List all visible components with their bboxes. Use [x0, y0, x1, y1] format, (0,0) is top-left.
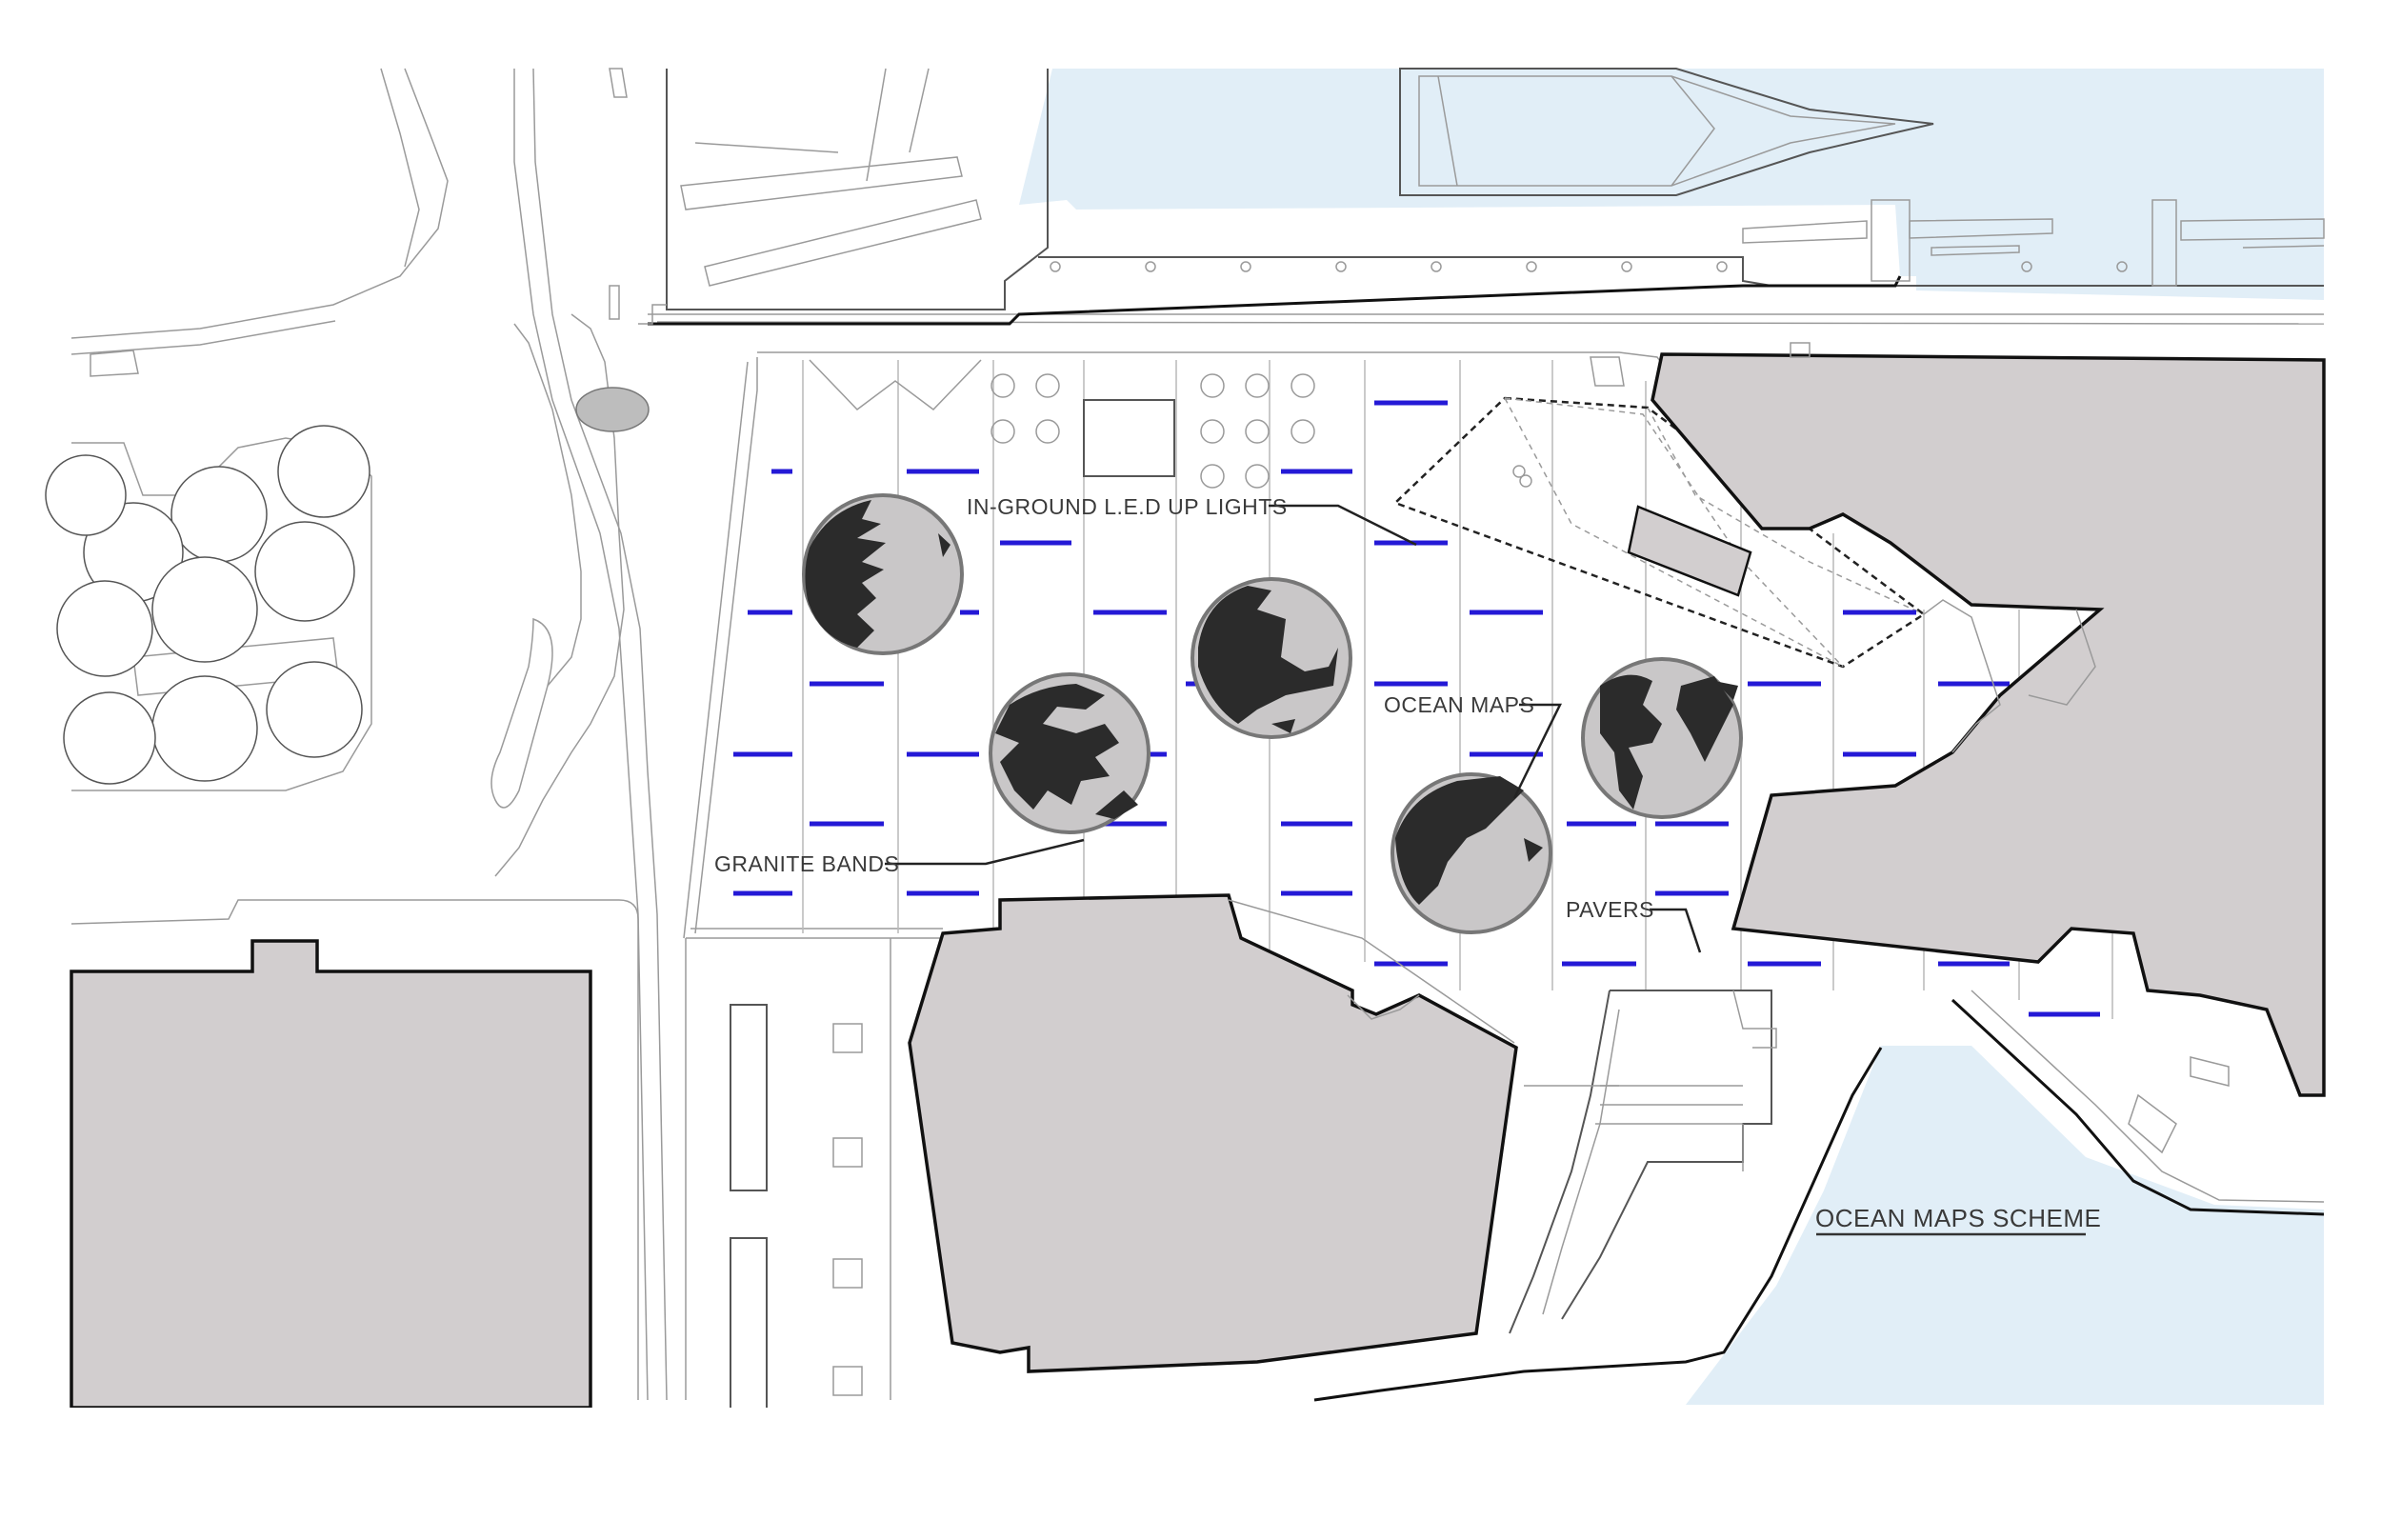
tree-grove: [45, 425, 372, 791]
canopy-outline: [1392, 396, 1927, 669]
bottom-margin: [0, 1408, 2381, 1540]
map-disc-cape-cod: [1190, 577, 1352, 739]
granite-bands-label: GRANITE BANDS: [714, 851, 899, 876]
planters: [685, 938, 891, 1410]
building-southwest: [70, 939, 592, 1410]
ocean-maps-label: OCEAN MAPS: [1384, 692, 1534, 717]
scheme-title: OCEAN MAPS SCHEME: [1815, 1204, 2101, 1232]
building-south-center: [908, 893, 1518, 1373]
map-disc-atlantic: [1581, 657, 1743, 819]
roadway: [70, 68, 668, 1401]
north-pier: [648, 69, 2325, 326]
plaza-furniture: [809, 356, 1625, 489]
ramp-structures: [609, 68, 982, 325]
harbor-water-north: [1019, 69, 2324, 300]
south-terraces: [1313, 990, 2325, 1402]
building-east: [1651, 342, 2326, 1097]
pavers-label: PAVERS: [1566, 897, 1654, 922]
led-lights-label: IN-GROUND L.E.D UP LIGHTS: [967, 494, 1288, 519]
map-disc-europe: [989, 672, 1150, 834]
annotation-leaders: [885, 504, 2086, 1236]
moored-boat: [1399, 68, 1934, 196]
map-disc-harbor: [802, 493, 964, 655]
harbor-water-south: [1686, 1046, 2324, 1405]
map-disc-gulf-of-maine: [1391, 772, 1552, 934]
